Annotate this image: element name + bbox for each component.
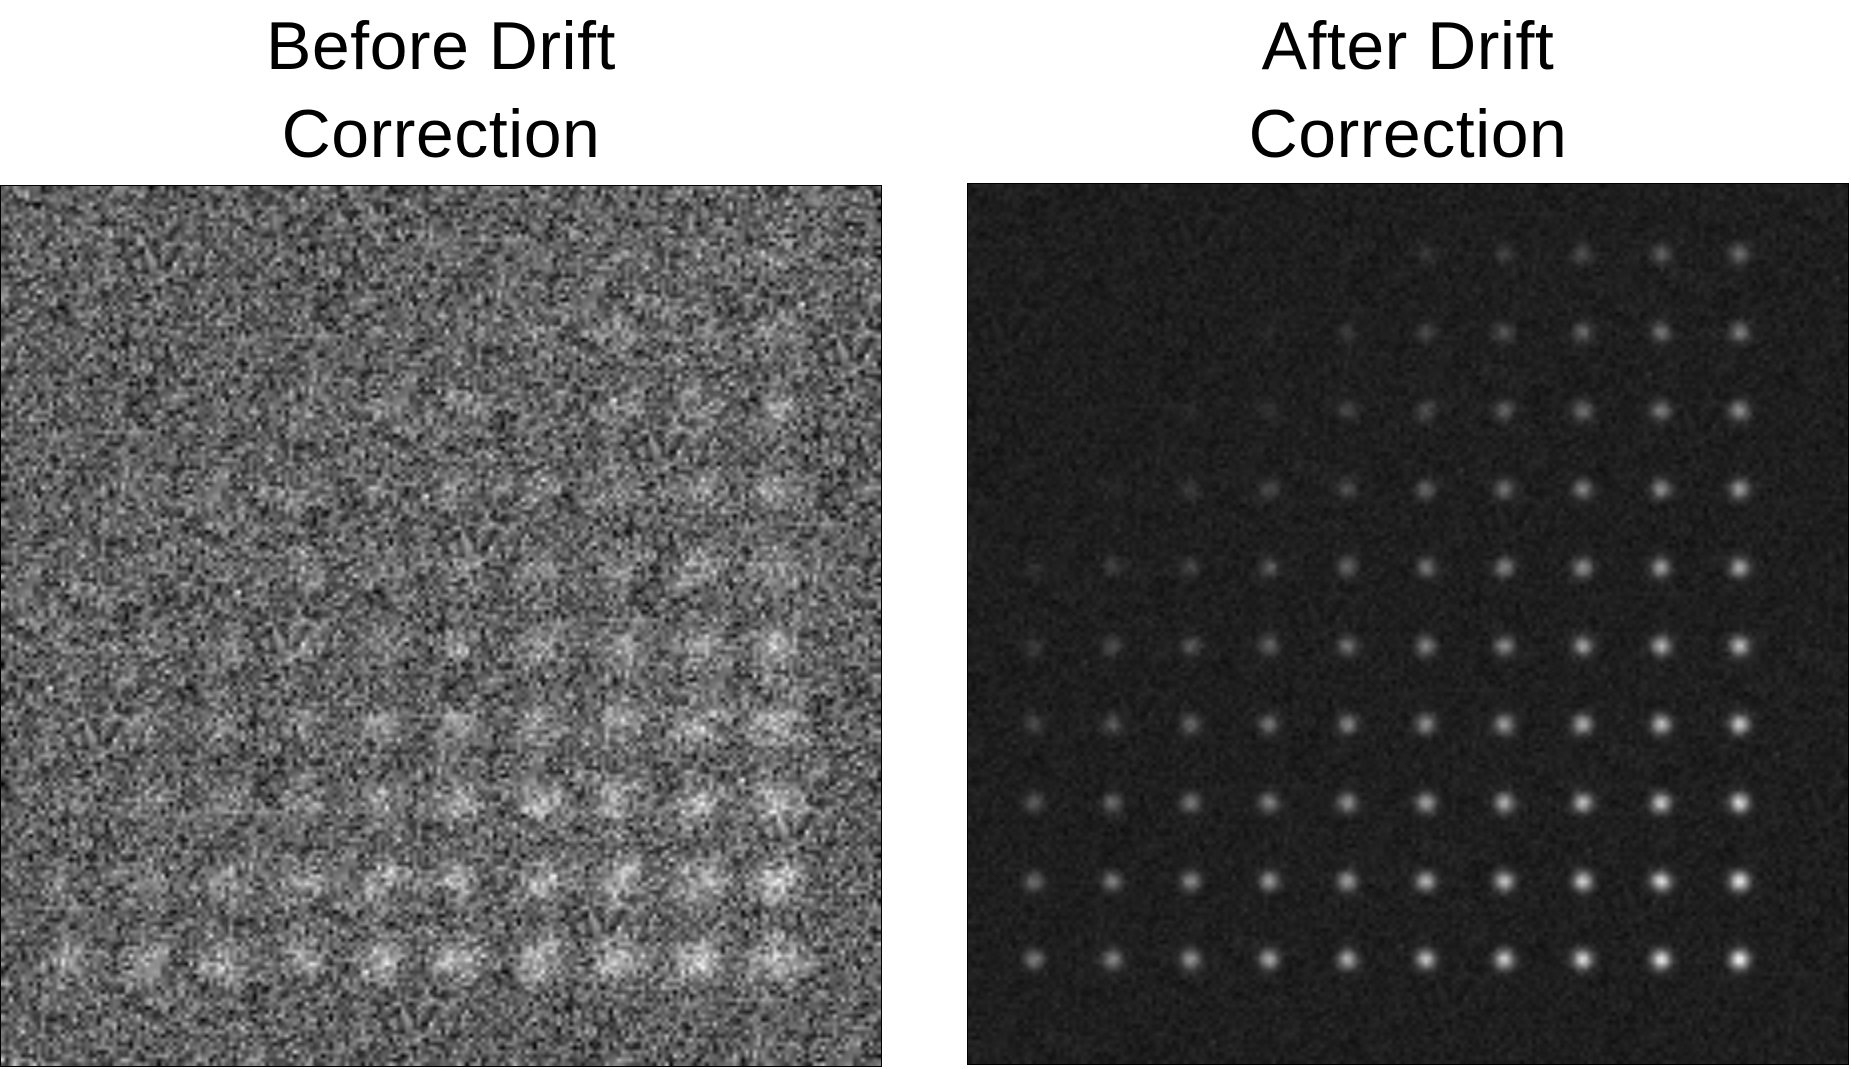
before-microscopy-image xyxy=(0,185,882,1067)
before-title-line2: Correction xyxy=(281,96,601,172)
after-spot-grid-canvas xyxy=(968,184,1848,1064)
before-spot-grid-canvas xyxy=(1,186,881,1066)
before-panel-title: Before Drift Correction xyxy=(0,0,882,180)
after-microscopy-image xyxy=(967,183,1849,1065)
after-title-line1: After Drift xyxy=(1261,8,1555,84)
after-panel-title: After Drift Correction xyxy=(967,0,1849,180)
after-title-line2: Correction xyxy=(1248,96,1568,172)
after-drift-panel: After Drift Correction xyxy=(967,0,1849,1069)
before-title-line1: Before Drift xyxy=(266,8,616,84)
before-drift-panel: Before Drift Correction xyxy=(0,0,882,1069)
